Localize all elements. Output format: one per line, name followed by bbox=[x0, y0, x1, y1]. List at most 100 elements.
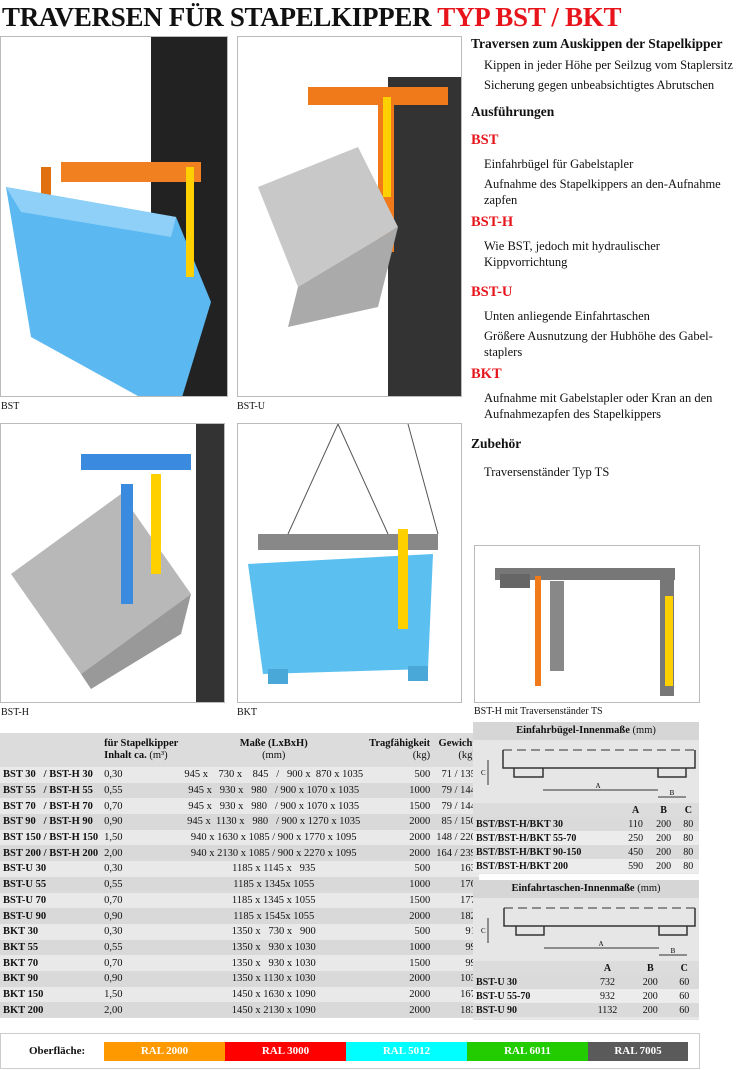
photo-bst-h-ts bbox=[474, 545, 700, 703]
color-swatch: RAL 3000 bbox=[225, 1042, 346, 1061]
inhalt-cell: 0,55 bbox=[101, 876, 182, 893]
model-cell: BST-U 90 bbox=[473, 1003, 584, 1017]
masse-cell: 1350 x 1130 x 1030 bbox=[181, 970, 367, 987]
col-header: C bbox=[677, 803, 699, 817]
value-cell: 200 bbox=[649, 845, 678, 859]
tragfaehigkeit-cell: 500 bbox=[366, 861, 434, 877]
masse-cell: 940 x 2130 x 1085 / 900 x 2270 x 1095 bbox=[181, 845, 367, 862]
gewicht-cell: 176 bbox=[433, 876, 479, 893]
tragfaehigkeit-cell: 2000 bbox=[366, 986, 434, 1003]
svg-text:A: A bbox=[595, 782, 600, 790]
model-cell: BKT 150 bbox=[0, 986, 102, 1003]
color-swatch: RAL 5012 bbox=[346, 1042, 467, 1061]
svg-text:B: B bbox=[670, 789, 675, 797]
tragfaehigkeit-cell: 500 bbox=[366, 923, 434, 940]
col-trag: Tragfähigkeit(kg) bbox=[366, 733, 434, 767]
model-cell: BST 90 / BST-H 90 bbox=[0, 814, 102, 830]
gewicht-cell: 99 bbox=[433, 939, 479, 956]
value-cell: 200 bbox=[631, 989, 670, 1003]
masse-cell: 1350 x 730 x 900 bbox=[181, 923, 367, 940]
photo-caption: BST-H bbox=[1, 707, 29, 718]
gewicht-cell: 79 / 144 bbox=[433, 782, 479, 799]
masse-cell: 945 x 730 x 845 / 900 x 870 x 1035 bbox=[181, 767, 367, 783]
tragfaehigkeit-cell: 1000 bbox=[366, 939, 434, 956]
masse-cell: 1185 x 1345 x 1055 bbox=[181, 892, 367, 909]
value-cell: 80 bbox=[677, 817, 699, 831]
value-cell: 590 bbox=[621, 859, 650, 873]
inhalt-cell: 0,30 bbox=[101, 861, 182, 877]
model-cell: BKT 70 bbox=[0, 955, 102, 971]
value-cell: 80 bbox=[677, 831, 699, 845]
inhalt-cell: 0,55 bbox=[101, 782, 182, 799]
model-cell: BST/BST-H/BKT 55-70 bbox=[473, 831, 622, 845]
col-header: B bbox=[631, 961, 670, 975]
inhalt-cell: 0,90 bbox=[101, 814, 182, 830]
tragfaehigkeit-cell: 2000 bbox=[366, 829, 434, 846]
inhalt-cell: 0,30 bbox=[101, 923, 182, 940]
masse-cell: 1185 x 1345x 1055 bbox=[181, 876, 367, 893]
masse-cell: 1185 x 1545x 1055 bbox=[181, 908, 367, 924]
model-cell: BST 55 / BST-H 55 bbox=[0, 782, 102, 799]
inhalt-cell: 1,50 bbox=[101, 829, 182, 846]
tragfaehigkeit-cell: 2000 bbox=[366, 814, 434, 830]
gewicht-cell: 164 / 239 bbox=[433, 845, 479, 862]
photo-bst-h bbox=[0, 423, 225, 703]
model-cell: BKT 55 bbox=[0, 939, 102, 956]
col-header: C bbox=[669, 961, 699, 975]
masse-cell: 945 x 930 x 980 / 900 x 1070 x 1035 bbox=[181, 798, 367, 815]
value-cell: 110 bbox=[621, 817, 650, 831]
tragfaehigkeit-cell: 1500 bbox=[366, 798, 434, 815]
model-cell: BST 150 / BST-H 150 bbox=[0, 829, 102, 846]
gewicht-cell: 79 / 144 bbox=[433, 798, 479, 815]
tragfaehigkeit-cell: 2000 bbox=[366, 908, 434, 924]
value-cell: 732 bbox=[583, 975, 631, 989]
page-title: TRAVERSEN FÜR STAPELKIPPER TYP BST / BKT bbox=[2, 2, 622, 32]
gewicht-cell: 91 bbox=[433, 923, 479, 940]
masse-cell: 1450 x 1630 x 1090 bbox=[181, 986, 367, 1003]
value-cell: 1132 bbox=[583, 1003, 631, 1017]
tragfaehigkeit-cell: 1000 bbox=[366, 876, 434, 893]
model-cell: BKT 30 bbox=[0, 923, 102, 940]
value-cell: 200 bbox=[649, 817, 678, 831]
inhalt-cell: 0,55 bbox=[101, 939, 182, 956]
masse-cell: 1185 x 1145 x 935 bbox=[181, 861, 367, 877]
value-cell: 450 bbox=[621, 845, 650, 859]
value-cell: 200 bbox=[649, 831, 678, 845]
model-cell: BST-U 70 bbox=[0, 892, 102, 909]
model-cell: BST/BST-H/BKT 90-150 bbox=[473, 845, 622, 859]
model-cell: BST 70 / BST-H 70 bbox=[0, 798, 102, 815]
color-swatch: RAL 7005 bbox=[588, 1042, 688, 1061]
color-swatch: RAL 2000 bbox=[104, 1042, 225, 1061]
tragfaehigkeit-cell: 2000 bbox=[366, 845, 434, 862]
photo-caption: BST-H mit Traversenständer TS bbox=[474, 706, 603, 717]
gewicht-cell: 99 bbox=[433, 955, 479, 971]
value-cell: 80 bbox=[677, 859, 699, 873]
photo-caption: BKT bbox=[237, 707, 257, 718]
value-cell: 60 bbox=[669, 1003, 699, 1017]
value-cell: 932 bbox=[583, 989, 631, 1003]
svg-text:C: C bbox=[481, 927, 486, 935]
col-header: B bbox=[649, 803, 678, 817]
col-header: A bbox=[583, 961, 631, 975]
masse-cell: 945 x 1130 x 980 / 900 x 1270 x 1035 bbox=[181, 814, 367, 830]
col-masse: Maße (LxBxH)(mm) bbox=[181, 733, 367, 767]
model-cell: BST-U 90 bbox=[0, 908, 102, 924]
model-cell: BST/BST-H/BKT 200 bbox=[473, 859, 622, 873]
